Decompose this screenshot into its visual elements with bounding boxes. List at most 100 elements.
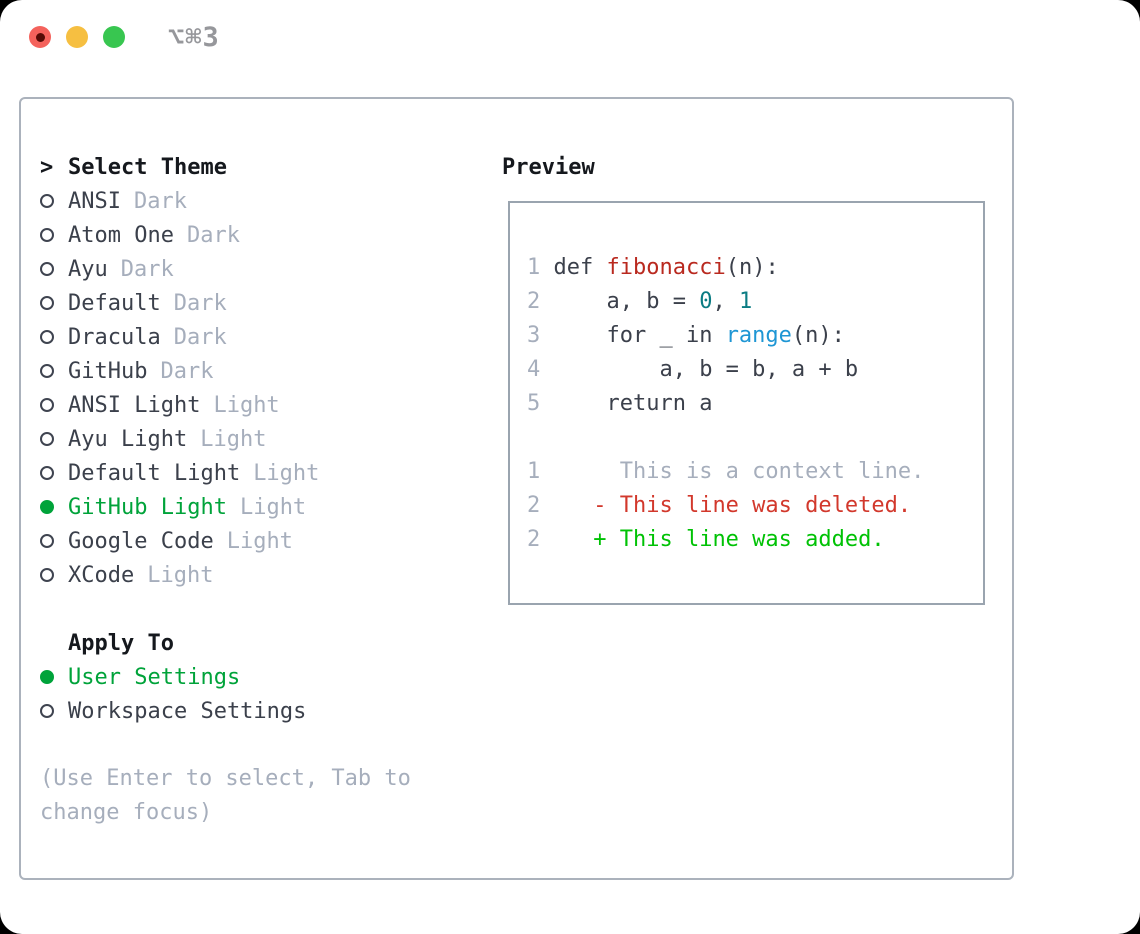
preview-code-line: 5 return a [527,387,983,421]
code-token: , [712,289,739,314]
preview-diff-context-line: 1 This is a context line. [527,455,983,489]
line-number: 3 [527,323,554,348]
theme-option-default-light-light[interactable]: Default Light Light [40,456,411,490]
radio-selected-icon [40,670,68,684]
theme-option-label: Ayu Light [68,426,188,452]
radio-unselected-icon [40,194,68,208]
radio-unselected-icon [40,296,68,310]
radio-unselected-icon [40,466,68,480]
help-text-line: (Use Enter to select, Tab to [40,766,411,791]
code-token: range [725,323,792,348]
code-token: 0 [699,289,713,314]
theme-variant-badge: Dark [173,290,227,316]
theme-option-label: XCode [68,562,135,588]
theme-option-github-dark[interactable]: GitHub Dark [40,354,411,388]
unsaved-changes-dot-icon [35,32,45,42]
theme-option-github-light-light[interactable]: GitHub Light Light [40,490,411,524]
apply-option-label: Workspace Settings [68,698,307,724]
theme-variant-badge: Dark [160,358,214,384]
theme-option-atom-one-dark[interactable]: Atom One Dark [40,218,411,252]
theme-variant-badge: Dark [120,256,174,282]
theme-option-label: Atom One [68,222,174,248]
apply-option-workspace-settings[interactable]: Workspace Settings [40,694,411,728]
radio-unselected-icon [40,534,68,548]
theme-variant-badge: Light [213,392,280,418]
zoom-button[interactable] [103,26,125,48]
line-number: 2 [527,493,554,518]
radio-unselected-icon [40,262,68,276]
preview-code-line: 3 for _ in range(n): [527,319,983,353]
code-token: a, b = [553,289,700,314]
radio-unselected-icon [40,432,68,446]
code-token: - This line was deleted. [553,493,912,518]
apply-option-user-settings[interactable]: User Settings [40,660,411,694]
theme-option-label: ANSI [68,188,121,214]
select-theme-header: > Select Theme [40,150,411,184]
theme-variant-badge: Light [147,562,214,588]
theme-option-label: Ayu [68,256,108,282]
theme-option-default-dark[interactable]: Default Dark [40,286,411,320]
theme-variant-badge: Light [239,494,307,520]
select-theme-header-label: Select Theme [68,154,227,180]
line-number: 1 [527,255,554,280]
line-number: 2 [527,527,554,552]
code-token: (n): [725,255,779,280]
cursor-marker-icon: > [40,154,54,180]
help-text: (Use Enter to select, Tab to change focus… [40,762,411,830]
theme-option-dracula-dark[interactable]: Dracula Dark [40,320,411,354]
help-text-line: change focus) [40,800,213,825]
spacer [40,592,411,626]
theme-variant-badge: Dark [173,324,227,350]
preview-header-label: Preview [502,154,595,180]
line-number: 4 [527,357,554,382]
apply-option-label: User Settings [68,664,241,690]
theme-variant-badge: Dark [186,222,240,248]
minimize-button[interactable] [66,26,88,48]
window-title: ⌥⌘3 [168,21,220,53]
theme-option-label: GitHub [68,358,148,384]
radio-unselected-icon [40,364,68,378]
theme-option-label: Default Light [68,460,241,486]
radio-unselected-icon [40,228,68,242]
spacer [40,728,411,762]
theme-option-ayu-dark[interactable]: Ayu Dark [40,252,411,286]
preview-code-line: 4 a, b = b, a + b [527,353,983,387]
title-bar: ⌥⌘3 [29,22,220,53]
theme-option-google-code-light[interactable]: Google Code Light [40,524,411,558]
preview-diff-removed-line: 2 - This line was deleted. [527,489,983,523]
code-token: (n): [791,323,845,348]
theme-option-label: Google Code [68,528,214,554]
close-button[interactable] [29,26,51,48]
apply-to-header-label: Apply To [68,630,174,656]
theme-option-label: Default [68,290,161,316]
theme-variant-badge: Dark [133,188,187,214]
code-token: fibonacci [606,255,726,280]
code-token: return a [553,391,713,416]
radio-unselected-icon [40,330,68,344]
preview-code-line: 1 def fibonacci(n): [527,251,983,285]
theme-variant-badge: Light [253,460,320,486]
line-number: 2 [527,289,554,314]
preview-diff-added-line: 2 + This line was added. [527,523,983,557]
preview-code-line: 2 a, b = 0, 1 [527,285,983,319]
theme-option-ansi-dark[interactable]: ANSI Dark [40,184,411,218]
radio-unselected-icon [40,704,68,718]
preview-spacer-line [527,421,983,455]
theme-option-label: GitHub Light [68,494,227,520]
code-token: 1 [738,289,753,314]
code-token: This is a context line. [553,459,925,484]
theme-option-xcode-light[interactable]: XCode Light [40,558,411,592]
line-number: 1 [527,459,554,484]
radio-unselected-icon [40,398,68,412]
theme-variant-badge: Light [226,528,293,554]
theme-option-label: Dracula [68,324,161,350]
radio-unselected-icon [40,568,68,582]
code-token: for _ in [553,323,726,348]
